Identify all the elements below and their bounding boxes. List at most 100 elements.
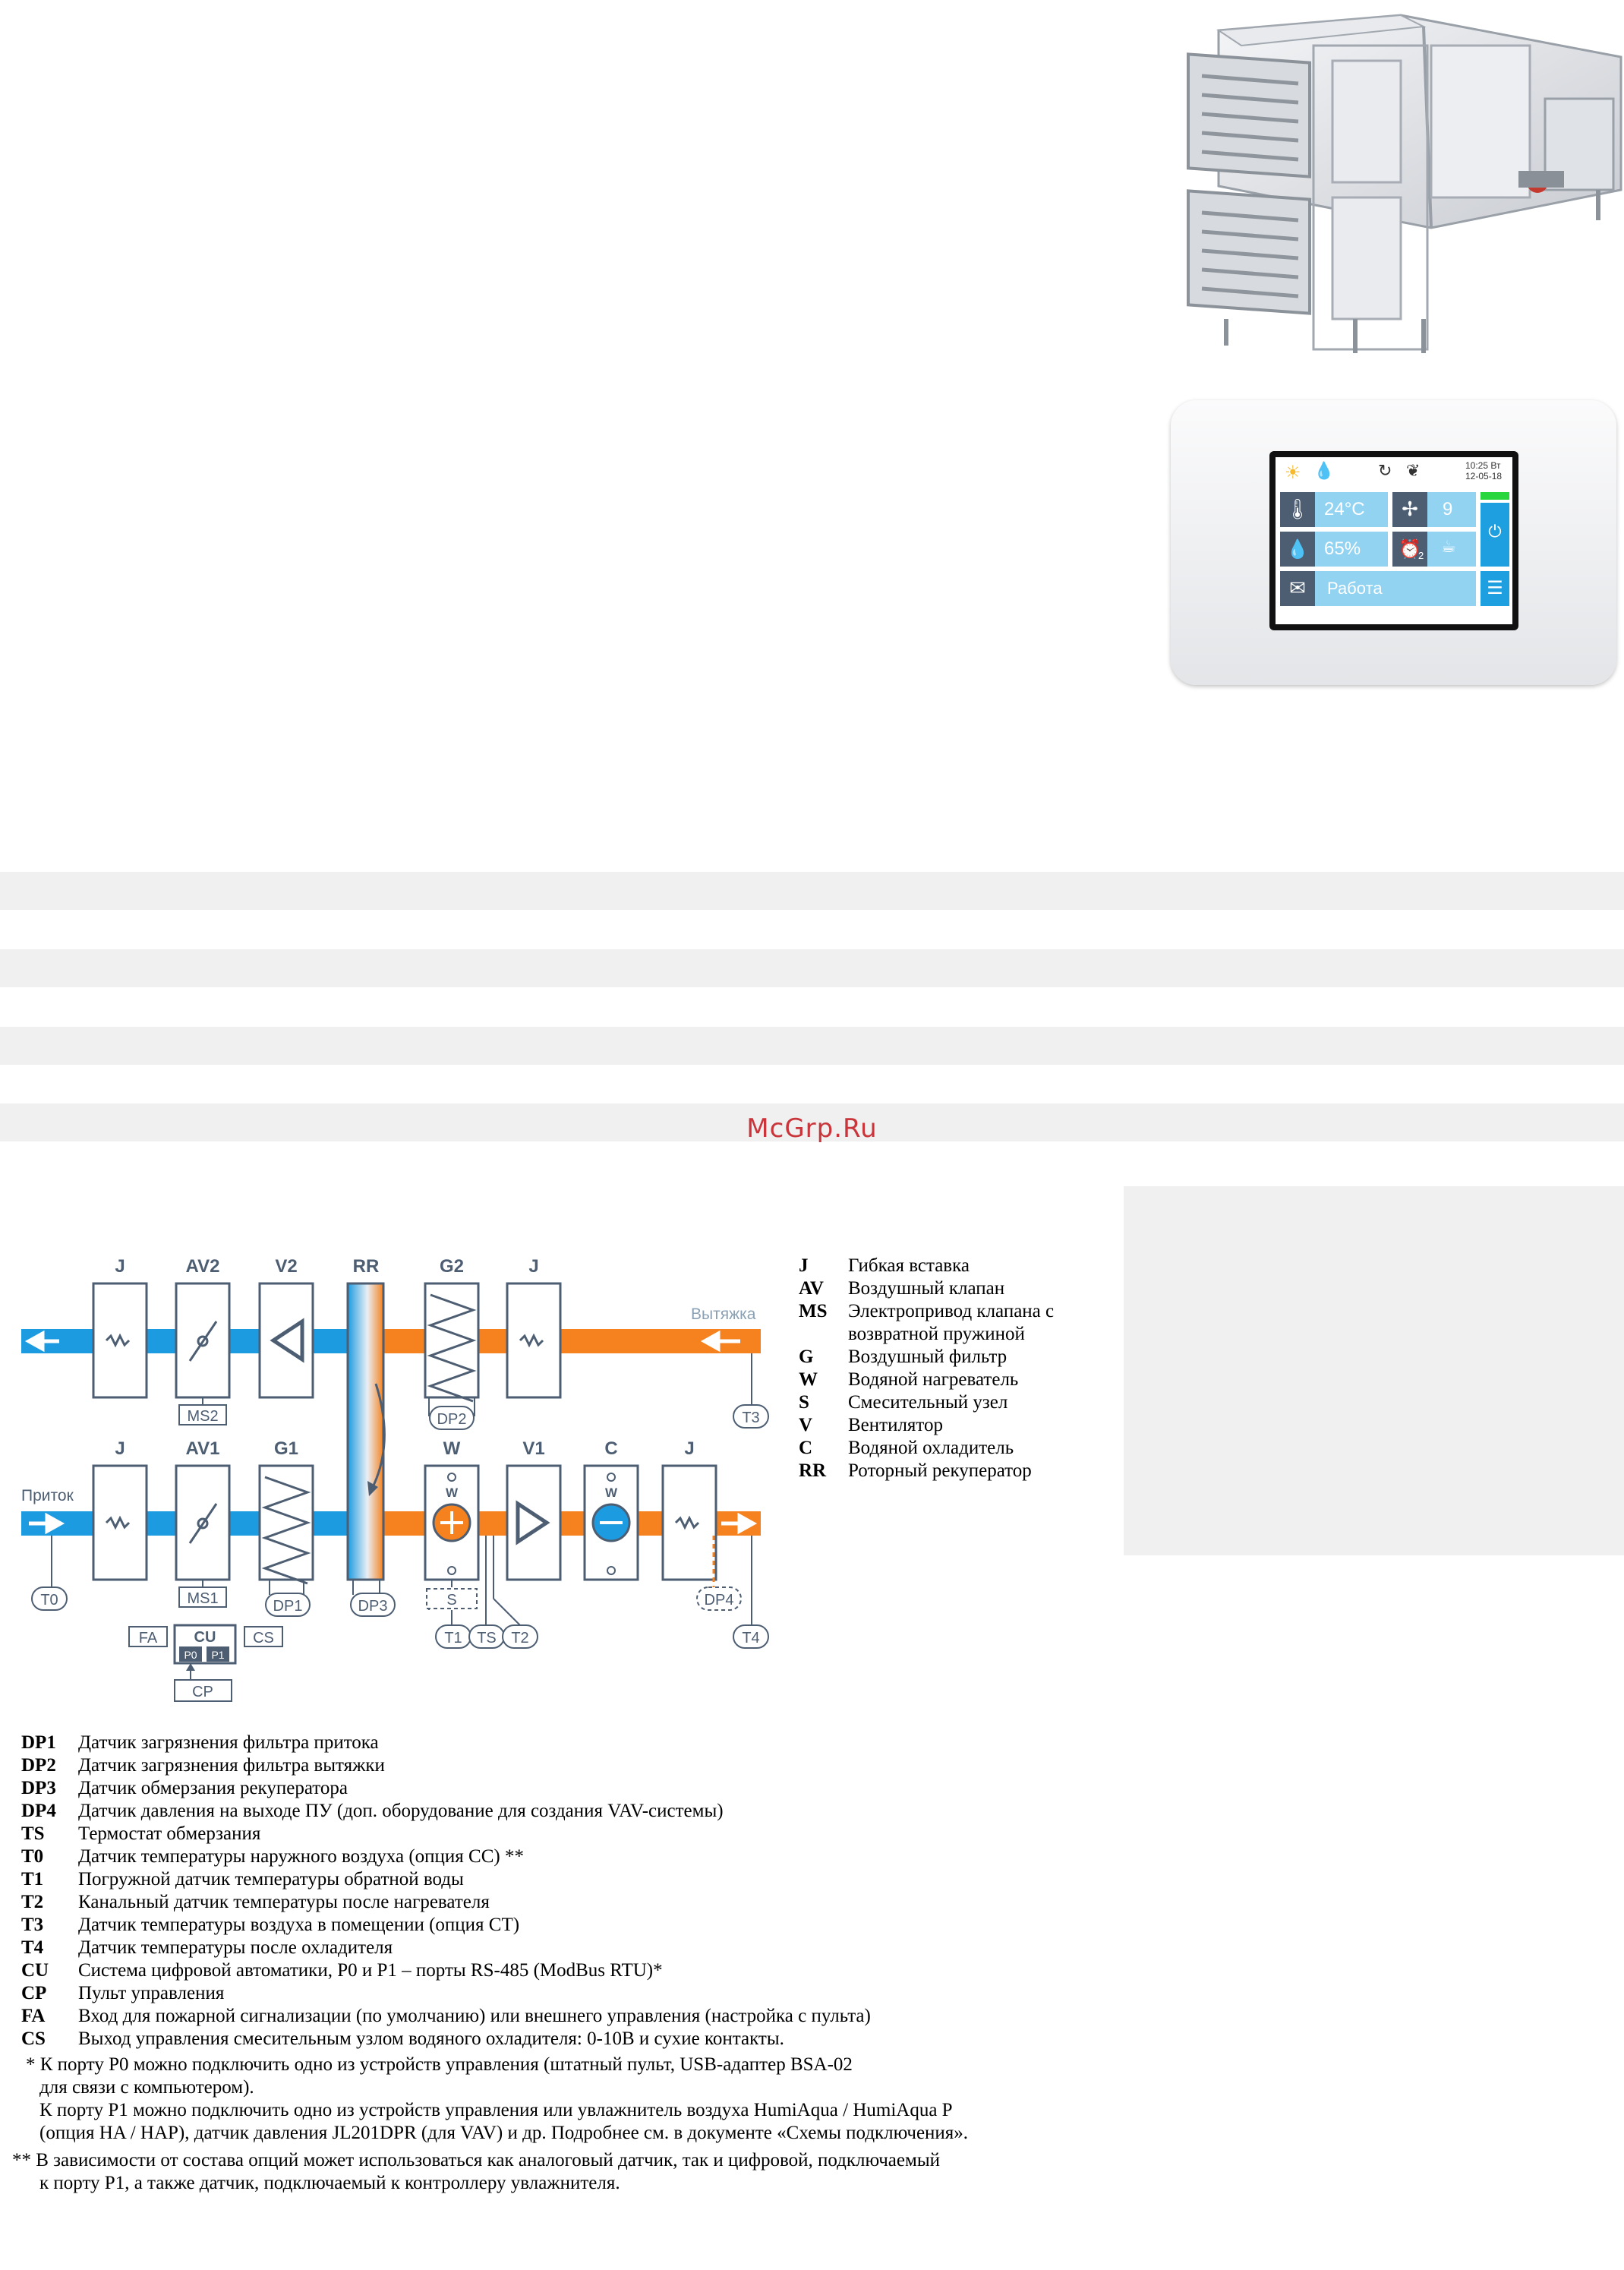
flex-insert-top-2	[506, 1282, 562, 1399]
label-j-top-2: J	[528, 1256, 538, 1277]
table-row	[0, 949, 1624, 987]
clock-date: 12-05-18	[1465, 471, 1503, 481]
p1-port	[207, 1646, 229, 1662]
humidity-tile[interactable]: 💧 65%	[1280, 532, 1388, 567]
ms2-label: MS2	[187, 1408, 218, 1425]
label-c: C	[604, 1438, 617, 1459]
power-button[interactable]: ⏻	[1481, 503, 1509, 567]
footnote: (опция HA / HAP), датчик давления JL201D…	[39, 2123, 969, 2143]
fan-icon: ✢	[1392, 492, 1427, 527]
ms1-label: MS1	[187, 1590, 218, 1607]
control-panel-screen: ☀ 💧 ↻ ❦ 10:25 Вт 12-05-18 🌡 24°C ✢ 9 💧 6…	[1269, 451, 1518, 630]
p0-label: P0	[184, 1649, 197, 1661]
label-w: W	[443, 1438, 461, 1459]
droplets-icon: 💧	[1313, 462, 1335, 481]
t4-label: T4	[742, 1630, 759, 1646]
menu-button[interactable]: ☰	[1481, 571, 1509, 606]
rotation-arrow-icon	[371, 1383, 386, 1489]
label-j-bottom-2: J	[684, 1438, 694, 1459]
fan-v1	[506, 1464, 562, 1581]
temperature-tile[interactable]: 🌡 24°C	[1280, 492, 1388, 527]
label-av2: AV2	[186, 1256, 220, 1277]
p1-label: P1	[211, 1649, 224, 1661]
fa-label: FA	[139, 1630, 158, 1646]
grey-info-box	[1124, 1186, 1624, 1555]
table-row	[0, 1027, 1624, 1065]
heater-w-mark: W	[446, 1485, 459, 1500]
supply-label: Приток	[21, 1487, 74, 1504]
p0-port	[179, 1646, 202, 1662]
cooler-w-mark: W	[605, 1485, 618, 1500]
leaf-icon: ❦	[1406, 462, 1421, 481]
dp2-label: DP2	[437, 1411, 467, 1428]
air-handling-unit-image	[1187, 14, 1622, 353]
timer-tile[interactable]: ⏰ 2 ☕	[1392, 532, 1476, 567]
humidity-icon: 💧	[1280, 532, 1315, 567]
label-g1: G1	[274, 1438, 298, 1459]
dp1-badge	[265, 1593, 311, 1617]
cup-icon: ☕	[1441, 538, 1456, 557]
alarm-clock-icon: ⏰	[1392, 532, 1427, 567]
status-text: Работа	[1327, 579, 1383, 598]
control-panel: ☀ 💧 ↻ ❦ 10:25 Вт 12-05-18 🌡 24°C ✢ 9 💧 6…	[1171, 400, 1616, 685]
t0-label: T0	[40, 1592, 58, 1609]
menu-icon: ☰	[1487, 577, 1503, 598]
status-tile[interactable]: ✉ Работа	[1280, 571, 1476, 606]
table-row	[0, 1103, 1624, 1141]
label-j-top-1: J	[115, 1256, 125, 1277]
dp1-label: DP1	[273, 1598, 303, 1615]
thermometer-icon: 🌡	[1280, 492, 1315, 527]
exhaust-arrow-in-icon	[700, 1330, 740, 1353]
label-v2: V2	[275, 1256, 297, 1277]
dp3-badge	[350, 1593, 396, 1617]
fan-v2	[258, 1282, 314, 1399]
cs-label: CS	[253, 1630, 274, 1646]
cu-label: CU	[194, 1629, 216, 1646]
flex-insert-bottom-1	[92, 1464, 148, 1581]
footnote: ** В зависимости от состава опций может …	[12, 2150, 940, 2171]
ms2-box	[178, 1404, 227, 1425]
t2-badge	[502, 1624, 538, 1649]
label-g2: G2	[440, 1256, 464, 1277]
s-box	[426, 1588, 478, 1609]
flex-insert-bottom-2	[661, 1464, 717, 1581]
label-rr: RR	[353, 1256, 380, 1277]
power-icon: ⏻	[1488, 523, 1502, 541]
s-label: S	[446, 1592, 456, 1609]
cp-label: CP	[192, 1684, 213, 1700]
t2-label: T2	[511, 1630, 528, 1646]
t0-badge	[31, 1586, 68, 1611]
fa-box	[128, 1626, 168, 1647]
ms1-box	[178, 1586, 227, 1608]
watermark: McGrp.Ru	[746, 1113, 878, 1144]
cp-box	[174, 1679, 232, 1702]
label-av1: AV1	[186, 1438, 220, 1459]
sync-icon: ↻	[1378, 462, 1392, 481]
t4-badge	[733, 1624, 769, 1649]
flex-insert-top-1	[92, 1282, 148, 1399]
fan-speed-value: 9	[1443, 499, 1453, 519]
fan-tile[interactable]: ✢ 9	[1392, 492, 1476, 527]
dp3-label: DP3	[358, 1598, 388, 1615]
dp4-label: DP4	[705, 1592, 734, 1609]
supply-arrow-in-icon	[29, 1512, 65, 1535]
